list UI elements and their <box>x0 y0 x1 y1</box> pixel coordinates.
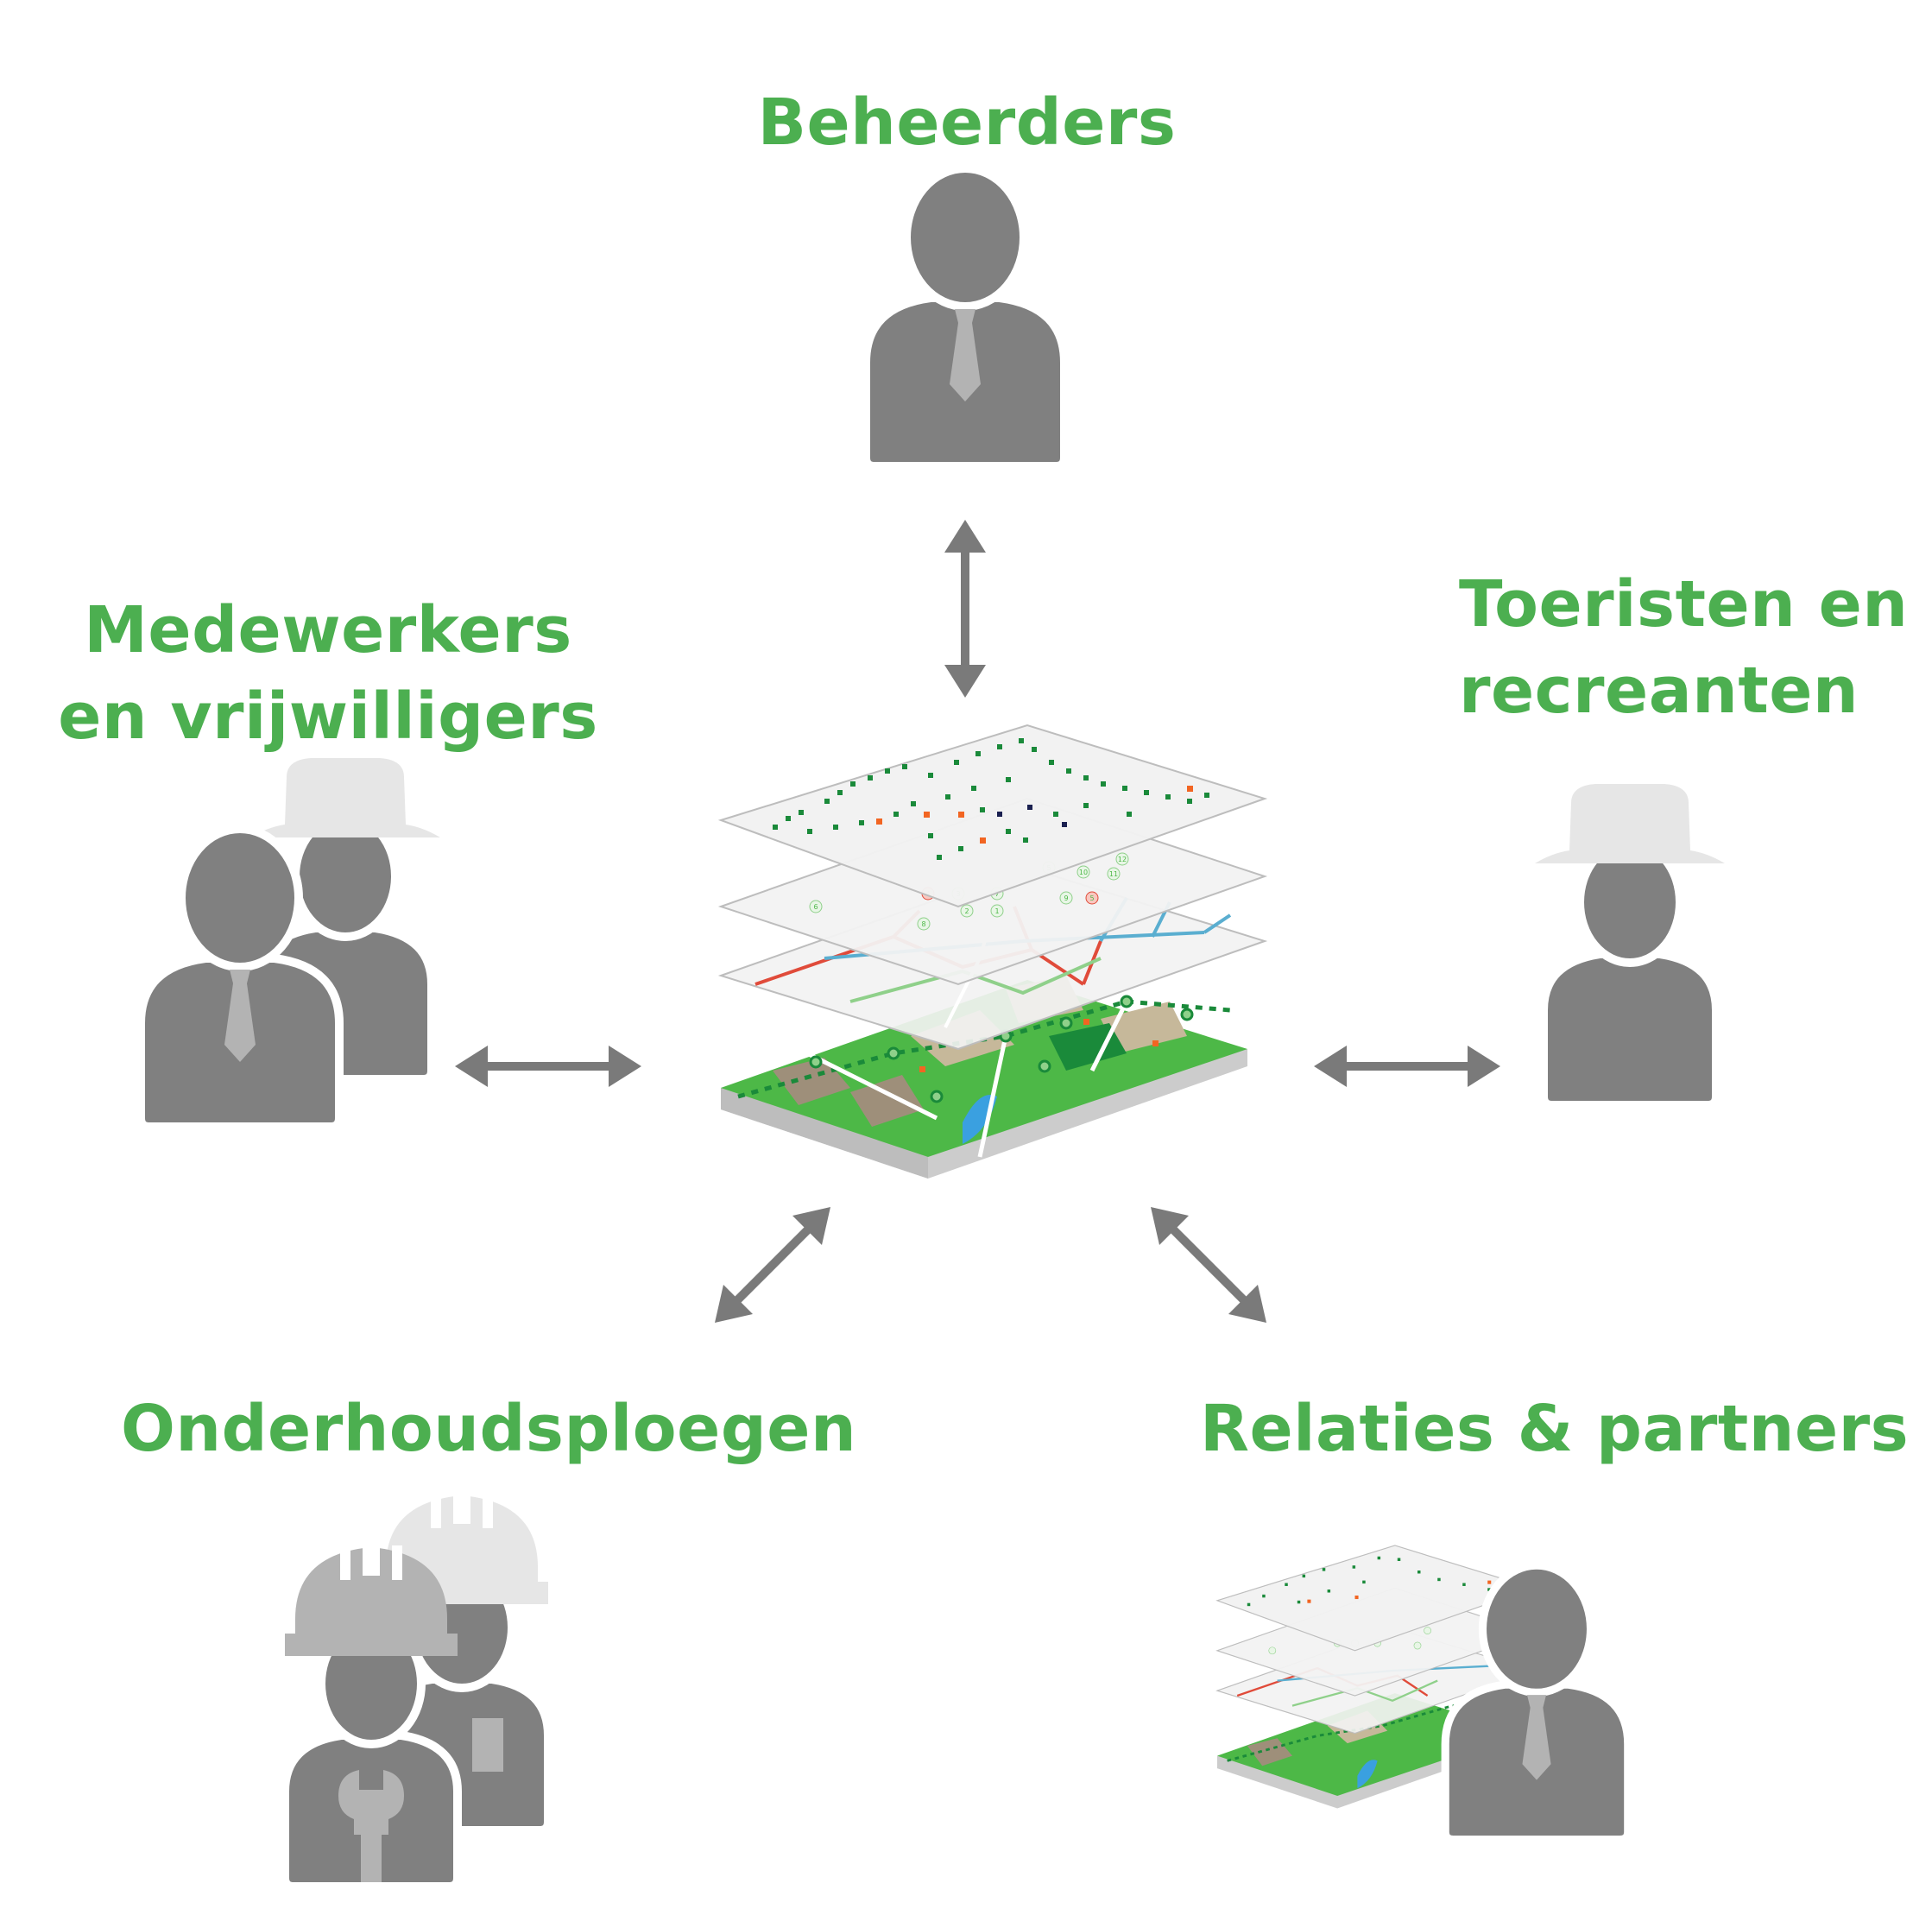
map-number: 9 <box>1064 894 1068 902</box>
center-layered-map-icon: 4 3 7 9 10 11 12 5 6 2 1 8 5 <box>717 724 1268 1179</box>
map-number: 2 <box>964 907 969 915</box>
label-toeristen: Toeristen en recreanten <box>1459 561 1908 734</box>
label-medewerkers-line2: en vrijwilligers <box>58 679 598 754</box>
badge-icon <box>472 1718 503 1772</box>
toeristen-figure-icon <box>1535 784 1725 1105</box>
relaties-figure-icon <box>1215 1545 1628 1840</box>
map-number: 7 <box>994 890 999 898</box>
label-relaties: Relaties & partners <box>1200 1386 1910 1472</box>
map-number: 8 <box>921 920 925 928</box>
map-number: 12 <box>1118 856 1127 863</box>
label-medewerkers-line1: Medewerkers <box>84 593 572 667</box>
map-number: 5 <box>1089 894 1094 902</box>
beheerders-figure-icon <box>866 168 1064 466</box>
map-number: 10 <box>1079 869 1088 876</box>
arrow-relaties <box>1158 1214 1260 1316</box>
label-onderhoudsploegen-text: Onderhoudsploegen <box>121 1392 857 1466</box>
map-number: 6 <box>813 903 818 911</box>
medewerkers-figure-icon <box>141 758 440 1127</box>
label-beheerders-text: Beheerders <box>757 85 1177 160</box>
onderhoudsploegen-figure-icon <box>285 1481 548 1887</box>
dots-layer <box>717 724 1268 908</box>
label-beheerders: Beheerders <box>751 79 1183 166</box>
arrow-onderhoudsploegen <box>722 1214 824 1316</box>
label-medewerkers: Medewerkers en vrijwilligers <box>52 587 604 760</box>
label-relaties-text: Relaties & partners <box>1200 1392 1910 1466</box>
label-toeristen-line2: recreanten <box>1459 654 1859 728</box>
label-toeristen-line1: Toeristen en <box>1459 567 1909 641</box>
map-number: 11 <box>1109 870 1118 878</box>
map-number: 1 <box>994 907 999 915</box>
label-onderhoudsploegen: Onderhoudsploegen <box>121 1386 857 1472</box>
wrench-icon <box>338 1770 404 1882</box>
